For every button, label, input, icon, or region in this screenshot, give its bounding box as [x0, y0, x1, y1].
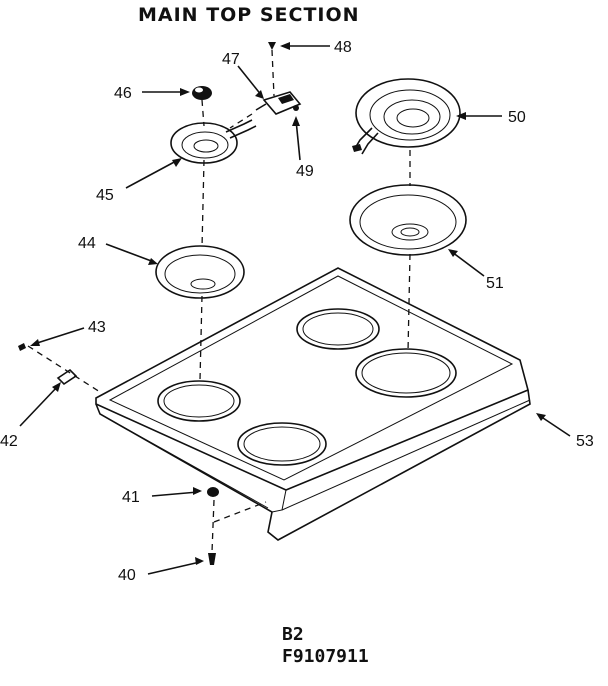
callout-48: 48 [334, 39, 352, 56]
small-surface-element [170, 119, 257, 164]
front-left-opening [157, 380, 241, 422]
callout-44: 44 [78, 235, 96, 252]
large-surface-element [352, 78, 461, 155]
screw-part [268, 42, 276, 50]
clip-part [56, 368, 78, 386]
pin-part [18, 343, 26, 351]
main-top-panel [95, 267, 531, 541]
nut-part [207, 487, 219, 497]
part-number: F9107911 [282, 646, 369, 667]
callout-53: 53 [576, 433, 594, 450]
small-drip-pan [155, 245, 245, 299]
callout-51: 51 [486, 275, 504, 292]
callout-49: 49 [296, 163, 314, 180]
section-code: B2 [282, 624, 304, 645]
callout-50: 50 [508, 109, 526, 126]
callout-47: 47 [222, 51, 240, 68]
element-receptacle [255, 91, 302, 115]
large-drip-pan [349, 184, 467, 256]
callout-45: 45 [96, 187, 114, 204]
callout-41: 41 [122, 489, 140, 506]
callout-43: 43 [88, 319, 106, 336]
rear-right-opening [355, 348, 457, 398]
callout-46: 46 [114, 85, 132, 102]
cap-part [192, 86, 212, 100]
front-right-opening [237, 422, 327, 466]
bolt-part [208, 553, 216, 565]
rear-left-opening [296, 308, 380, 350]
callout-42: 42 [0, 433, 18, 450]
diagram-title: MAIN TOP SECTION [138, 4, 360, 26]
callout-40: 40 [118, 567, 136, 584]
assembly-lines [27, 49, 411, 553]
leader-lines [19, 42, 571, 575]
